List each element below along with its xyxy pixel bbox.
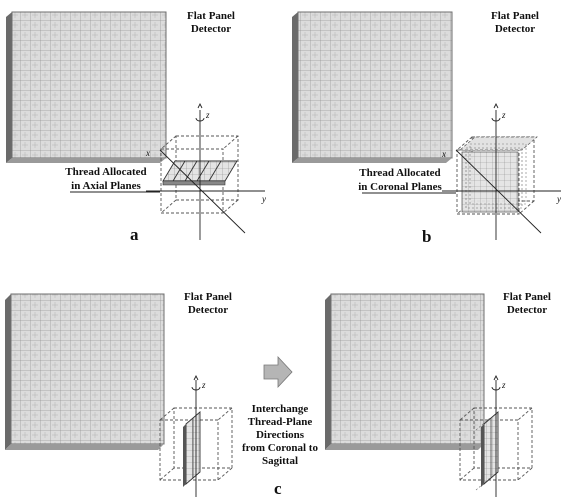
transition-label-line5: Sagittal xyxy=(262,455,298,467)
coronal-thread-planes-b xyxy=(459,136,538,213)
detector-label-a-line1: Flat Panel xyxy=(187,10,235,22)
detector-label-b-line2: Detector xyxy=(495,23,535,35)
panel-letter-c: c xyxy=(274,479,282,498)
axis-z-label-b: z xyxy=(501,110,506,120)
panel-b: Flat Panel Detector z x y Thread Allocat… xyxy=(292,10,561,246)
transition: Interchange Thread-Plane Directions from… xyxy=(242,355,318,498)
flat-panel-detector-a xyxy=(6,11,167,163)
flat-panel-detector-b xyxy=(292,11,453,163)
axis-z-label-c-right: z xyxy=(501,380,506,390)
axis-z-label-a: z xyxy=(205,110,210,120)
axes-a xyxy=(146,102,265,240)
axes-c-right xyxy=(491,374,501,497)
thread-label-a-line2: in Axial Planes xyxy=(71,180,141,192)
panel-letter-b: b xyxy=(422,227,431,246)
detector-label-c-left-line1: Flat Panel xyxy=(184,291,232,303)
detector-label-c-right-line1: Flat Panel xyxy=(503,291,551,303)
detector-label-a-line2: Detector xyxy=(191,23,231,35)
thread-label-b-line1: Thread Allocated xyxy=(359,167,440,179)
transition-label-line3: Directions xyxy=(256,429,305,441)
detector-label-c-left-line2: Detector xyxy=(188,304,228,316)
axis-x-label-b: x xyxy=(441,149,446,159)
transition-label-line1: Interchange xyxy=(252,403,309,415)
panel-c-left: Flat Panel Detector z xyxy=(5,291,233,497)
axes-c-left xyxy=(191,374,201,497)
sagittal-thread-planes-c-right xyxy=(475,411,499,491)
right-arrow-icon xyxy=(263,355,293,389)
axes-b xyxy=(442,102,561,240)
axis-y-label-a: y xyxy=(261,194,266,204)
detector-label-c-right-line2: Detector xyxy=(507,304,547,316)
sagittal-thread-planes-c-left xyxy=(183,411,201,487)
panel-a: Flat Panel Detector z x y Thr xyxy=(6,10,266,244)
thread-label-b-line2: in Coronal Planes xyxy=(358,181,442,193)
axis-z-label-c-left: z xyxy=(201,380,206,390)
panel-letter-a: a xyxy=(130,225,139,244)
transition-label-line2: Thread-Plane xyxy=(248,416,313,428)
axis-y-label-b: y xyxy=(556,194,561,204)
panel-c-right: Flat Panel Detector z xyxy=(325,291,551,497)
flat-panel-detector-c-left xyxy=(5,293,165,450)
thread-label-a-line1: Thread Allocated xyxy=(65,166,146,178)
flat-panel-detector-c-right xyxy=(325,293,485,450)
axis-x-label-a: x xyxy=(145,148,150,158)
detector-label-b-line1: Flat Panel xyxy=(491,10,539,22)
transition-label-line4: from Coronal to xyxy=(242,442,318,454)
